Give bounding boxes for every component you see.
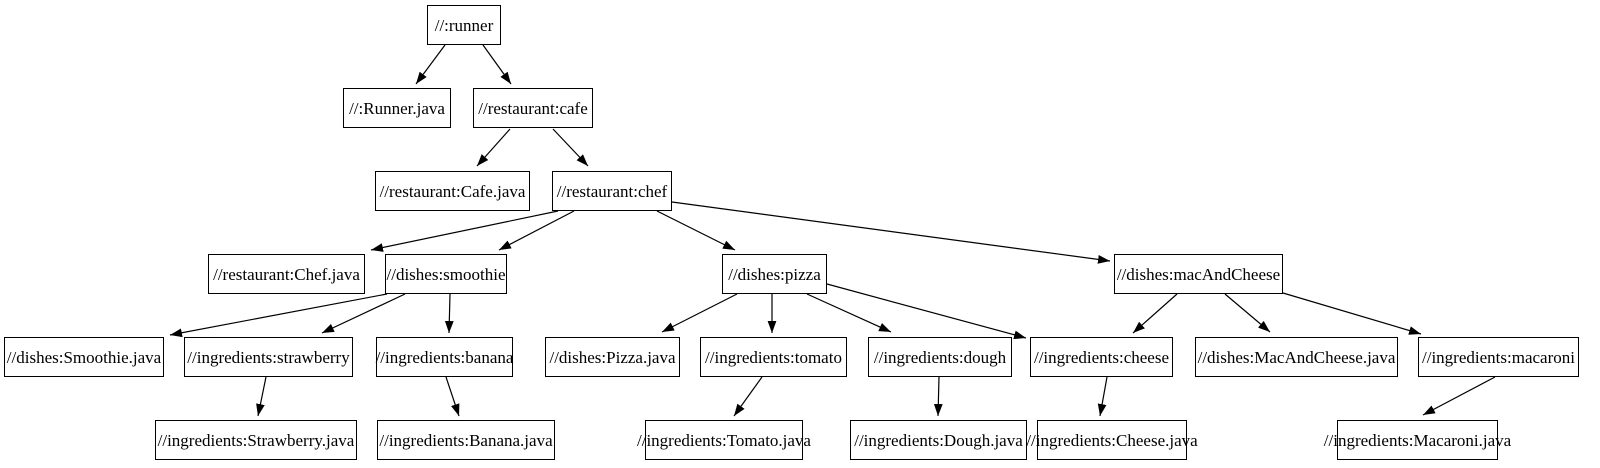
graph-edge-dough-to-dough-java bbox=[933, 376, 943, 417]
graph-edge-cheese-to-cheese-java bbox=[1097, 376, 1108, 417]
graph-edge-chef-to-smoothie bbox=[498, 210, 575, 251]
graph-node-dough-java: //ingredients:Dough.java bbox=[850, 420, 1027, 460]
graph-edge-pizza-to-dough bbox=[806, 293, 892, 333]
graph-node-cheese-java: //ingredients:Cheese.java bbox=[1026, 420, 1198, 460]
graph-node-cheese: //ingredients:cheese bbox=[1030, 337, 1173, 377]
graph-edge-chef-to-chef-java bbox=[370, 210, 559, 252]
graph-node-chef-java: //restaurant:Chef.java bbox=[208, 254, 365, 294]
graph-edge-pizza-to-pizza-java bbox=[661, 293, 738, 333]
graph-edge-runner-to-cafe bbox=[482, 44, 512, 85]
graph-node-banana: //ingredients:banana bbox=[376, 337, 513, 377]
graph-node-chef: //restaurant:chef bbox=[552, 171, 672, 211]
graph-node-cafe-java: //restaurant:Cafe.java bbox=[375, 171, 530, 211]
graph-edge-chef-to-pizza bbox=[656, 210, 736, 251]
graph-edge-tomato-to-tomato-java bbox=[733, 376, 763, 417]
graph-edge-macandcheese-to-macaroni bbox=[1282, 292, 1422, 335]
graph-node-runner: //:runner bbox=[427, 5, 501, 45]
graph-node-runner-java: //:Runner.java bbox=[343, 88, 451, 128]
graph-edge-macandcheese-to-cheese bbox=[1132, 293, 1178, 334]
graph-node-macaroni: //ingredients:macaroni bbox=[1418, 337, 1579, 377]
graph-node-macandcheese: //dishes:macAndCheese bbox=[1114, 254, 1283, 294]
graph-edge-cafe-to-cafe-java bbox=[476, 128, 511, 167]
graph-edge-macandcheese-to-macandcheese-java bbox=[1224, 293, 1271, 333]
graph-node-cafe: //restaurant:cafe bbox=[473, 88, 593, 128]
graph-edge-chef-to-macandcheese bbox=[671, 201, 1111, 264]
graph-edge-smoothie-to-banana bbox=[444, 293, 454, 334]
graph-node-pizza: //dishes:pizza bbox=[722, 254, 827, 294]
graph-edge-banana-to-banana-java bbox=[445, 376, 460, 417]
graph-node-smoothie: //dishes:smoothie bbox=[385, 254, 507, 294]
graph-edge-strawberry-to-strawberry-java bbox=[256, 376, 267, 417]
graph-node-dough: //ingredients:dough bbox=[868, 337, 1012, 377]
graph-node-tomato: //ingredients:tomato bbox=[700, 337, 847, 377]
graph-node-pizza-java: //dishes:Pizza.java bbox=[545, 337, 680, 377]
graph-node-strawberry: //ingredients:strawberry bbox=[184, 337, 353, 377]
graph-node-banana-java: //ingredients:Banana.java bbox=[377, 420, 555, 460]
graph-node-strawberry-java: //ingredients:Strawberry.java bbox=[155, 420, 357, 460]
graph-edge-smoothie-to-strawberry bbox=[321, 293, 406, 334]
graph-node-macaroni-java: //ingredients:Macaroni.java bbox=[1324, 420, 1511, 460]
graph-node-macandcheese-java: //dishes:MacAndCheese.java bbox=[1195, 337, 1398, 377]
graph-edge-cafe-to-chef bbox=[552, 128, 589, 167]
graph-node-tomato-java: //ingredients:Tomato.java bbox=[637, 420, 811, 460]
graph-edge-smoothie-to-smoothie-java bbox=[169, 293, 388, 338]
graph-node-smoothie-java: //dishes:Smoothie.java bbox=[4, 337, 164, 377]
graph-edge-macaroni-to-macaroni-java bbox=[1422, 376, 1496, 416]
graph-edge-runner-to-runner-java bbox=[415, 44, 446, 85]
graph-edge-pizza-to-cheese bbox=[826, 283, 1027, 340]
